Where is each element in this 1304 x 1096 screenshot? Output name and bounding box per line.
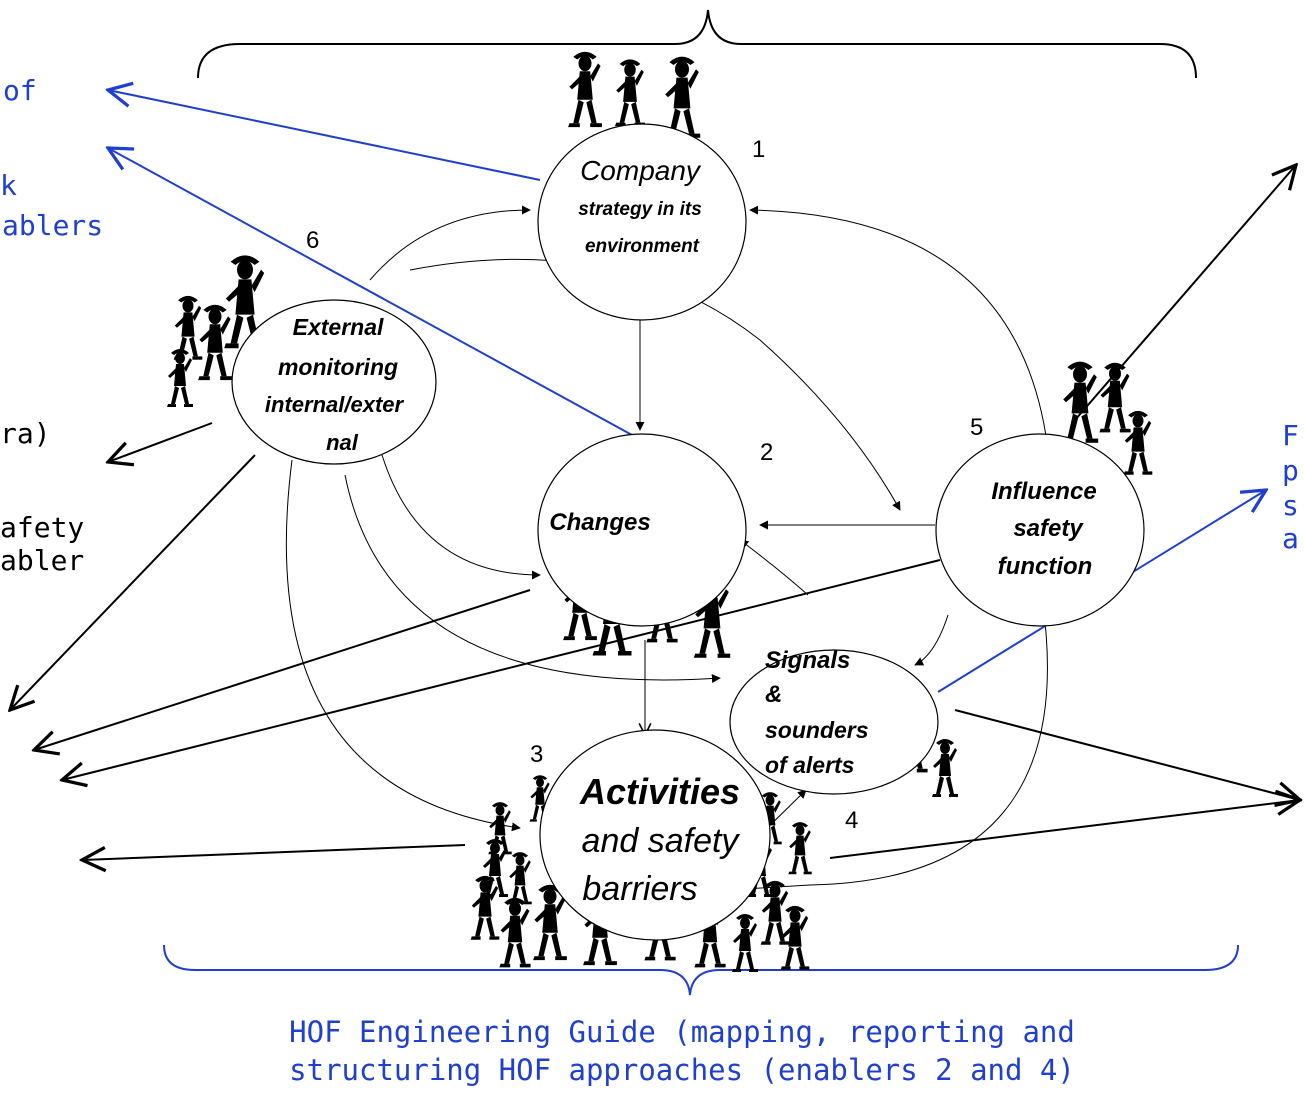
influence-line-2: safety (1013, 515, 1084, 542)
node-company (537, 123, 747, 321)
node-influence (935, 433, 1145, 627)
external-line-4: nal (326, 430, 359, 455)
node-activities (539, 729, 771, 941)
external-line-2: monitoring (278, 354, 398, 380)
caption-line-1: HOF Engineering Guide (mapping, reportin… (289, 1015, 1075, 1049)
right-blue-text-2: p (1282, 454, 1299, 487)
activities-title: Activities (579, 771, 740, 812)
left-black-text-1: ra) (0, 417, 51, 450)
activities-line-3: barriers (582, 870, 697, 908)
bottom-brace (163, 944, 1239, 996)
company-number: 1 (752, 136, 765, 163)
right-blue-text-4: a (1282, 522, 1299, 555)
node-changes (537, 433, 747, 627)
signals-line-3: sounders (765, 717, 869, 743)
external-line-3: internal/exter (265, 392, 405, 417)
caption-line-2: structuring HOF approaches (enablers 2 a… (289, 1053, 1075, 1087)
changes-label: Changes (549, 509, 650, 536)
external-number: 6 (306, 227, 319, 254)
activities-number: 3 (530, 741, 543, 768)
left-black-text-3: abler (0, 544, 84, 577)
company-title: Company (580, 155, 702, 186)
left-blue-text-1: of (3, 74, 37, 107)
internal-connectors (285, 205, 1051, 894)
external-line-1: External (293, 314, 384, 340)
company-subtitle-2: environment (585, 236, 700, 257)
influence-line-1: Influence (991, 478, 1096, 505)
left-blue-text-3: ablers (2, 209, 103, 242)
node-external (231, 299, 437, 465)
signals-line-2: & (765, 681, 782, 708)
influence-number: 5 (970, 414, 983, 441)
left-blue-text-2: k (0, 169, 17, 202)
top-brace (197, 9, 1197, 79)
influence-line-3: function (998, 553, 1093, 580)
signals-line-4: of alerts (765, 752, 854, 778)
activities-line-2: and safety (582, 822, 741, 860)
node-signals (729, 649, 939, 795)
right-blue-text-1: F (1282, 419, 1299, 452)
right-blue-text-3: s (1282, 489, 1299, 522)
left-black-text-2: afety (0, 511, 84, 544)
changes-number: 2 (760, 439, 773, 466)
signals-number: 4 (845, 807, 858, 834)
company-subtitle-1: strategy in its (578, 199, 702, 220)
signals-line-1: Signals (765, 647, 850, 674)
